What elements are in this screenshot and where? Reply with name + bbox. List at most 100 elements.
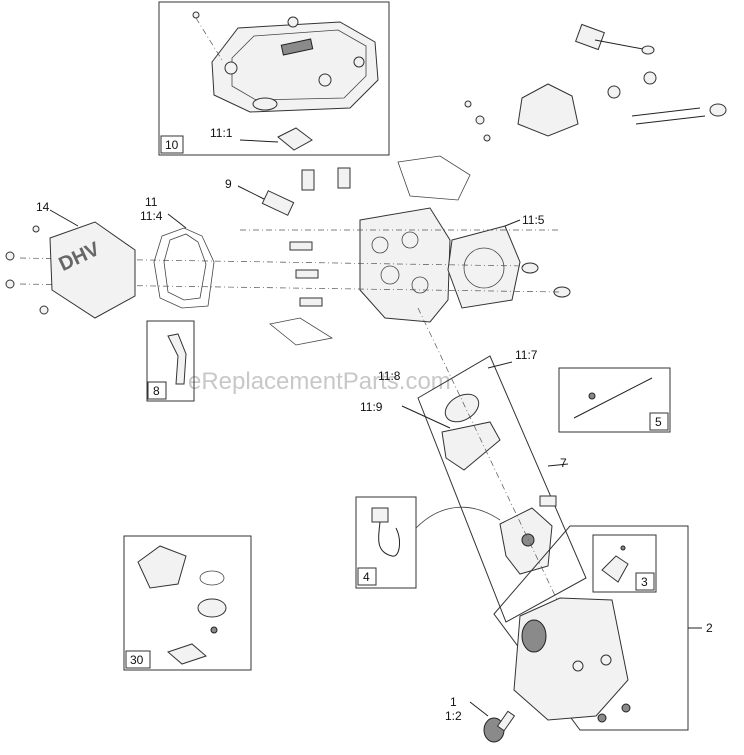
fuel-tank-boss-a (572, 660, 584, 672)
valve-cover (211, 21, 379, 113)
push-rod-a-end (641, 45, 655, 55)
bracket-screw (620, 545, 626, 551)
label-2: 2 (706, 621, 713, 635)
leader-11-7 (487, 361, 513, 369)
box-3-frame (592, 534, 657, 593)
spark-plug (261, 190, 295, 216)
label-8: 8 (153, 384, 160, 398)
label-11-5: 11:5 (522, 213, 545, 227)
leader-11-1 (239, 139, 279, 143)
label-9: 9 (225, 177, 232, 191)
head-bolt-a (289, 241, 313, 251)
valve-lifter-a (607, 85, 621, 99)
dowel-a (521, 262, 539, 274)
fuel-tank-nut-b (621, 703, 631, 713)
label-14: 14 (36, 200, 50, 214)
head-gasket-group: 11:5 (19, 213, 571, 309)
carburetor-group: 7 11:7 11:8 11:9 (360, 307, 587, 623)
fuel-tank-group: 2 (493, 525, 713, 731)
fuel-tank-nut-a (597, 713, 607, 723)
governor-rod-spring (588, 392, 596, 400)
fuel-tank-boss-b (600, 654, 612, 666)
push-rod-b (631, 107, 701, 117)
cover-screw-a (5, 251, 15, 261)
head-bracket (269, 317, 334, 346)
head-gasket-11-5 (447, 225, 521, 309)
side-cover-14 (49, 221, 136, 319)
watermark: eReplacementParts.com (188, 368, 451, 395)
push-rod-c (635, 115, 706, 125)
valve-cover-gasket-11-1 (277, 127, 313, 151)
box-30-frame (123, 535, 252, 671)
kit-diaphragm (197, 598, 227, 618)
label-11-8: 11:8 (378, 369, 401, 383)
head-bolt-b (295, 269, 319, 279)
leader-9 (237, 185, 265, 200)
label-1-2: 1:2 (445, 709, 462, 723)
leader-11-9 (401, 405, 451, 429)
kit-gasket-b (167, 643, 207, 665)
box-10-frame (158, 1, 390, 156)
cover-screw-d (32, 225, 40, 233)
valve-lifter-b (643, 71, 657, 85)
cover-screw-c (39, 305, 49, 315)
valve-cover-bolt-d (353, 56, 365, 68)
box-30-number-frame (125, 650, 151, 669)
carburetor-bowl (521, 533, 535, 547)
box-4-number-frame (357, 567, 377, 586)
intake-spacer-11-8 (444, 393, 480, 423)
kit-gasket-a (137, 545, 187, 589)
breather-tube (252, 97, 278, 111)
axis-line-cover (195, 17, 223, 61)
label-30: 30 (130, 653, 144, 667)
gasket-kit-group: 30 (123, 535, 252, 671)
harness-wire (378, 521, 400, 557)
small-screw-b (475, 115, 485, 125)
small-screw-a (464, 100, 472, 108)
label-7: 7 (560, 456, 567, 470)
valve-cover-bolt-b (287, 16, 299, 28)
side-cover-group: DHV 14 11 11:4 (5, 195, 215, 319)
label-1: 1 (450, 695, 457, 709)
box-10-number-frame (160, 135, 184, 154)
valve-cover-logo-plate (280, 38, 314, 56)
box-8-frame (146, 320, 195, 402)
valve-train-group (464, 23, 727, 142)
push-rod-a (594, 39, 649, 51)
breather-hose (167, 333, 187, 385)
valve-cover-bolt-a (224, 61, 238, 75)
cylinder-head (359, 207, 451, 323)
governor-rod (573, 377, 653, 419)
harness-connector (371, 507, 389, 523)
harness-lead (415, 506, 501, 529)
rocker-arm-assembly (517, 83, 579, 137)
box-3-number-frame (635, 572, 655, 591)
head-shield (397, 155, 471, 201)
label-5: 5 (655, 415, 662, 429)
bracket-group: 3 (592, 534, 657, 593)
valve-cover-bolt-c (318, 73, 332, 87)
leader-7 (547, 463, 569, 467)
carburetor-throttle (539, 495, 557, 507)
label-11-7: 11:7 (515, 348, 538, 362)
key-group: 1 1:2 (445, 695, 516, 743)
axis-line-2 (19, 257, 526, 267)
side-gasket-11-4 (153, 227, 215, 309)
kit-o-ring (199, 570, 225, 586)
box-5-frame (558, 367, 671, 433)
cover-screw-b (5, 279, 15, 289)
label-11-4: 11:4 (140, 209, 163, 223)
intake-gasket-11-9 (441, 421, 501, 471)
valve-cover-inner-edge (231, 29, 367, 101)
leader-1 (469, 701, 489, 717)
label-11-9: 11:9 (360, 400, 383, 414)
leader-14 (49, 209, 79, 227)
key-blade (496, 710, 516, 732)
head-gasket-bore (463, 247, 505, 289)
rocker-spring (575, 23, 605, 51)
valve-cover-screw (192, 11, 200, 19)
label-10: 10 (165, 138, 179, 152)
head-port-b (401, 231, 419, 249)
head-port-d (411, 276, 429, 294)
